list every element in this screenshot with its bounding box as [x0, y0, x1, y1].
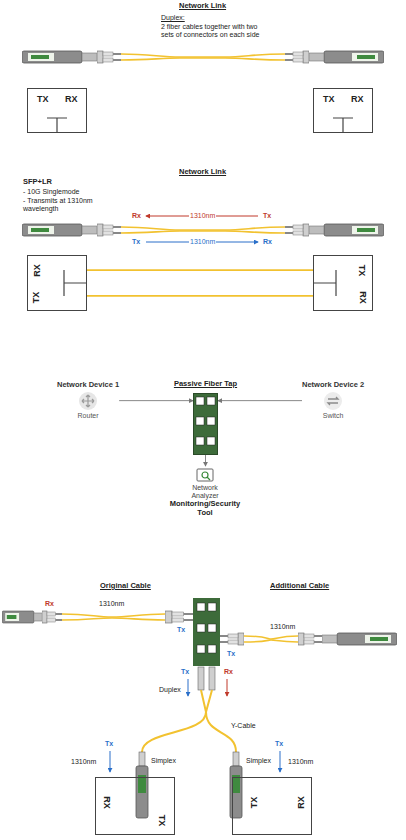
port-label: TX — [357, 265, 366, 277]
label: Tx — [104, 740, 114, 748]
connector — [218, 400, 302, 401]
tap-heading: Passive Fiber Tap — [173, 379, 238, 388]
analyzer-icon — [195, 467, 215, 483]
node-title: Network Device 1 — [57, 381, 119, 390]
port-label: RX — [297, 796, 306, 809]
label: Duplex — [158, 686, 182, 694]
connector — [205, 455, 206, 466]
label: SFP+LR — [22, 178, 53, 187]
label: 2 fiber cables together with two sets of… — [160, 23, 270, 39]
label: Tx — [131, 238, 141, 246]
port-label: RX — [33, 264, 42, 277]
label: Duplex: — [160, 14, 186, 22]
label: Y-Cable — [230, 722, 257, 730]
node-subtitle: Switch — [302, 412, 364, 420]
port-box: TX RX — [313, 88, 373, 133]
port-label: TX — [250, 797, 259, 809]
label: Rx — [131, 212, 142, 220]
label: Tx — [180, 668, 190, 676]
label: Network Link — [178, 2, 227, 11]
icon — [165, 467, 245, 483]
icon — [57, 391, 119, 411]
label: 1310nm — [70, 758, 97, 766]
label: Simplex — [150, 757, 177, 765]
port-box: TX RX — [232, 777, 312, 835]
label: Tx — [274, 740, 284, 748]
device-node: Network AnalyzerMonitoring/Security Tool — [165, 466, 245, 517]
port-label: RX — [351, 95, 364, 104]
label: 1310nm — [287, 758, 314, 766]
device-node: Network Device 2 Switch — [302, 381, 364, 420]
label: Original Cable — [99, 582, 152, 591]
node-subtitle: Router — [57, 412, 119, 420]
connector — [119, 400, 193, 401]
node-title: Network Analyzer — [182, 484, 228, 500]
label: 1310nm — [269, 623, 296, 631]
label: Network Link — [178, 168, 227, 177]
label: 1310nm — [189, 238, 216, 246]
label: Additional Cable — [269, 582, 330, 591]
port-box: RX TX — [95, 777, 175, 835]
label: Tx — [226, 650, 236, 658]
node-subtitle: Monitoring/Security Tool — [165, 500, 245, 517]
port-label: TX — [37, 95, 49, 104]
label: Simplex — [245, 757, 272, 765]
label: - Transmits at 1310nm wavelength — [22, 197, 116, 213]
label: 1310nm — [98, 600, 125, 608]
fiber-tap: Passive Fiber Tap — [193, 393, 218, 455]
label: Rx — [262, 238, 273, 246]
device-node: Network Device 1 Router — [57, 381, 119, 420]
switch-icon — [323, 391, 343, 411]
label: 1310nm — [189, 212, 216, 220]
label: - 10G Singlemode — [22, 188, 80, 196]
label: Rx — [223, 668, 234, 676]
label: Tx — [176, 626, 186, 634]
port-label: TX — [157, 815, 166, 827]
label: Tx — [262, 212, 272, 220]
connector — [87, 295, 313, 297]
port-box: TX RX — [27, 88, 87, 133]
node-title: Network Device 2 — [302, 381, 364, 390]
port-box: RX TX — [27, 255, 87, 311]
port-label: RX — [65, 95, 78, 104]
port-label: RX — [102, 796, 111, 809]
port-label: RX — [358, 291, 367, 304]
port-label: TX — [323, 95, 335, 104]
router-icon — [78, 391, 98, 411]
port-box: TX RX — [313, 255, 373, 311]
label: Rx — [44, 600, 55, 608]
port-label: TX — [32, 292, 41, 304]
icon — [302, 391, 364, 411]
connector — [87, 269, 313, 271]
